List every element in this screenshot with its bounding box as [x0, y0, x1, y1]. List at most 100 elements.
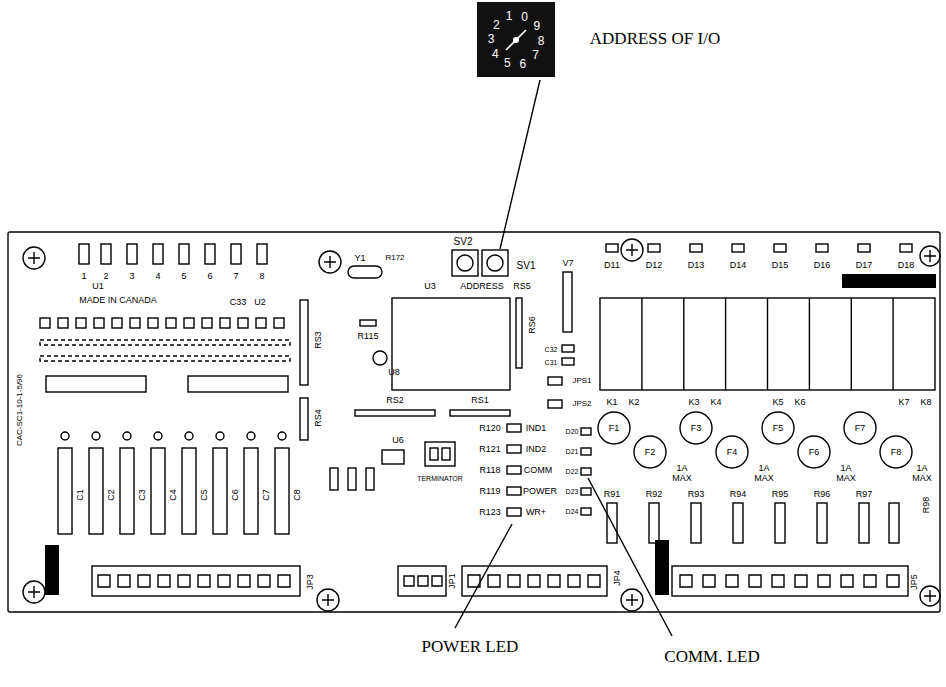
fuse-label-slot: F8: [891, 448, 902, 457]
silkscreen-label-slot: R97: [856, 490, 873, 499]
silkscreen-label: 6: [207, 272, 212, 281]
silkscreen-label-slot: C33: [230, 298, 247, 307]
pad-row: [202, 318, 212, 328]
dial-digit: 7: [532, 49, 539, 61]
silkscreen-label: C1: [76, 489, 85, 501]
silkscreen-label: D16: [814, 261, 831, 270]
resistor-symbol: [79, 244, 89, 264]
silkscreen-label-slot: CAC-SC1-10-1-5/96: [16, 374, 24, 446]
led-symbol: [581, 448, 591, 455]
resistor-symbol: [733, 503, 743, 543]
capacitor-symbol: [61, 432, 69, 440]
silkscreen-label-slot: D23: [566, 488, 579, 495]
fuse-rating-slot: 1A MAX: [834, 464, 858, 484]
silkscreen-label-slot: C6: [231, 489, 240, 501]
fuse-symbol: [762, 412, 794, 444]
silkscreen-label-slot: D20: [566, 428, 579, 435]
silkscreen-label: JPS1: [572, 377, 591, 385]
address-switch: [452, 250, 478, 276]
capacitor-symbol: [216, 432, 224, 440]
mounting-hole: [924, 590, 936, 602]
silkscreen-label: U6: [392, 436, 404, 445]
silkscreen-label: COMM: [524, 466, 553, 475]
silkscreen-label-slot: JPS1: [572, 377, 591, 385]
jumper: [425, 442, 455, 466]
silkscreen-label-slot: 1: [81, 272, 86, 281]
dial-digit-slot: 4: [492, 48, 499, 60]
pad-row: [220, 318, 230, 328]
pad-row: [188, 376, 288, 392]
silkscreen-label: K3: [688, 398, 699, 407]
silkscreen-label: 7: [233, 272, 238, 281]
dial-digit: 5: [504, 57, 511, 69]
silkscreen-label: C2: [107, 489, 116, 501]
led-symbol: [581, 428, 591, 435]
resistor-symbol: [859, 503, 869, 543]
resistor-symbol: [507, 445, 521, 453]
silkscreen-label: U3: [424, 282, 436, 291]
resistor-symbol: [179, 244, 189, 264]
silkscreen-label-slot: R123: [479, 508, 501, 517]
dial-digit-slot: 5: [504, 57, 511, 69]
terminal-block: [92, 566, 300, 596]
fuse-rating: 1A MAX: [834, 464, 858, 484]
resistor-symbol: [649, 503, 659, 543]
silkscreen-label: C31: [545, 359, 558, 366]
resistor-symbol: [360, 320, 376, 326]
ic-chip: [300, 300, 308, 385]
silkscreen-label-slot: K4: [710, 398, 721, 407]
silkscreen-label: C5: [200, 489, 209, 501]
silkscreen-label-slot: RS4: [314, 409, 323, 427]
dial-digit: 0: [521, 11, 528, 23]
silkscreen-label-slot: Y1: [354, 254, 365, 263]
ic-chip: [516, 298, 522, 368]
silkscreen-label: 1: [81, 272, 86, 281]
pad-row: [184, 318, 194, 328]
silkscreen-label: D21: [566, 448, 579, 455]
pad-row: [148, 318, 158, 328]
ic-chip: [348, 266, 382, 278]
mounting-hole: [317, 589, 339, 611]
silkscreen-label: D11: [604, 261, 620, 270]
dial-digit-slot: 1: [506, 10, 513, 22]
silkscreen-label-slot: POWER: [523, 487, 557, 496]
mounting-hole: [23, 581, 45, 603]
silkscreen-label-slot: 3: [129, 272, 134, 281]
mounting-hole: [621, 239, 643, 261]
resistor-symbol: [127, 244, 137, 264]
fuse-label: F5: [773, 424, 784, 433]
silkscreen-label-slot: 8: [259, 272, 264, 281]
silkscreen-label-slot: C8: [293, 489, 302, 501]
silkscreen-label-slot: C7: [262, 489, 271, 501]
fuse-label-slot: F6: [809, 448, 820, 457]
silkscreen-label-slot: K1: [606, 398, 617, 407]
silkscreen-label-slot: JP5: [910, 574, 919, 590]
fuse-symbol: [598, 412, 912, 468]
fuse-symbol: [798, 436, 830, 468]
capacitor-symbol: [58, 448, 72, 534]
resistor-symbol: [889, 503, 899, 543]
silkscreen-label-slot: K3: [688, 398, 699, 407]
pad-row: [94, 318, 104, 328]
callout-label: COMM. LED: [664, 648, 759, 665]
silkscreen-label-slot: JP4: [613, 570, 622, 586]
silkscreen-label-slot: RS2: [386, 396, 404, 405]
silkscreen-label: R121: [479, 445, 501, 454]
mounting-hole: [920, 246, 940, 266]
fuse-label-slot: F4: [727, 448, 738, 457]
pad-row: [130, 318, 140, 328]
silkscreen-label: 5: [181, 272, 186, 281]
capacitor-symbol: [154, 432, 162, 440]
silkscreen-label: Y1: [354, 254, 365, 263]
silkscreen-label: D22: [566, 468, 579, 475]
dial-digit-slot: 3: [488, 33, 495, 45]
silkscreen-label: U1: [92, 282, 104, 291]
terminal-block: [462, 566, 607, 596]
silkscreen-label: IND2: [526, 445, 547, 454]
silkscreen-label-slot: 4: [155, 272, 160, 281]
silkscreen-label: K2: [628, 398, 639, 407]
silkscreen-label-slot: U3: [424, 282, 436, 291]
silkscreen-label: R118: [480, 466, 501, 475]
silkscreen-label-slot: R92: [646, 490, 663, 499]
led-symbol: [581, 468, 591, 475]
